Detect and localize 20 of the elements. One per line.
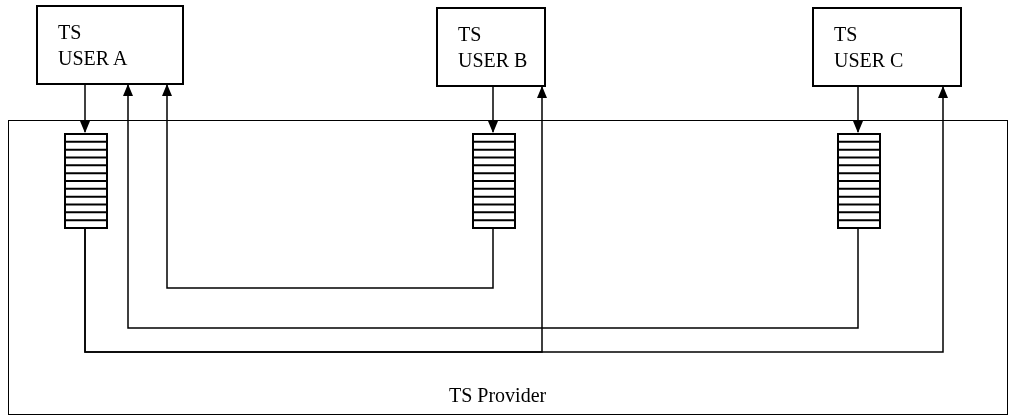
arrow <box>488 86 498 133</box>
queue-drawing <box>64 133 108 229</box>
arrow <box>84 86 948 353</box>
user-box <box>812 7 962 87</box>
user-label: USER C <box>834 50 905 70</box>
provider-label: TS Provider <box>449 383 547 408</box>
user-label: TS <box>834 24 859 44</box>
arrow <box>853 86 863 133</box>
user-box <box>36 5 184 85</box>
provider-frame <box>8 120 1008 415</box>
queue-drawing <box>472 133 516 229</box>
arrow <box>162 84 494 289</box>
user-label: USER B <box>458 50 529 70</box>
arrow <box>80 84 90 133</box>
queue-drawing <box>837 133 881 229</box>
user-box <box>436 7 546 87</box>
user-label: TS <box>58 22 83 42</box>
user-label: USER A <box>58 48 129 68</box>
user-label: TS <box>458 24 483 44</box>
arrow <box>123 84 859 329</box>
